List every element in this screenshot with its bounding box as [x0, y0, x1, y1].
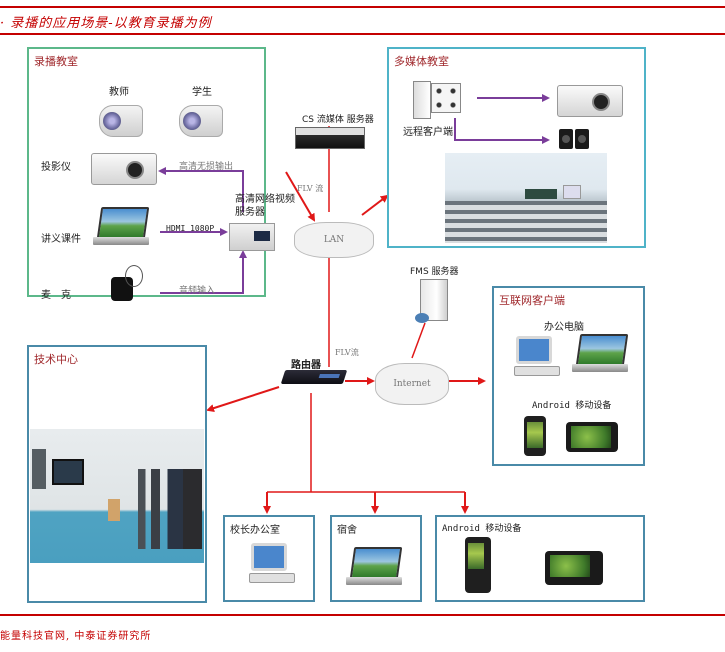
- remote-to-speaker-arrow: [454, 118, 550, 144]
- internet-clients-title: 互联网客户端: [499, 294, 565, 307]
- android-devices-title: Android 移动设备: [442, 524, 522, 534]
- header-top-rule: [0, 6, 725, 8]
- internet-clients-panel: 互联网客户端 办公电脑 Android 移动设备: [492, 286, 645, 466]
- fms-server-label: FMS 服务器: [410, 267, 459, 277]
- dormitory-title: 宿舍: [337, 525, 357, 536]
- audio-input-arrow: [160, 250, 247, 294]
- router-label: 路由器: [291, 360, 321, 371]
- mobile-devices-label: Android 移动设备: [532, 401, 612, 411]
- desktop-pc-icon: [249, 543, 295, 583]
- microphone-icon: [111, 265, 143, 301]
- student-label: 学生: [192, 87, 212, 98]
- projector-icon: [91, 153, 157, 185]
- lan-cloud: LAN: [294, 222, 374, 258]
- phone-icon: [465, 537, 491, 593]
- video-server-label: 高清网络视频服务器: [235, 194, 295, 218]
- source-note: 能量科技官网, 中泰证券研究所: [0, 631, 152, 642]
- hd-output-label: 高清无损输出: [179, 162, 234, 172]
- laptop-icon: [93, 207, 150, 247]
- desktop-pc-icon: [514, 336, 560, 376]
- header-bottom-rule: [0, 33, 725, 35]
- tablet-icon: [545, 551, 603, 585]
- projector-label: 投影仪: [41, 162, 71, 173]
- cs-flv-label: FLV 流: [297, 184, 324, 193]
- laptop-icon: [572, 334, 629, 374]
- multimedia-classroom-title: 多媒体教室: [394, 55, 449, 68]
- android-devices-panel: Android 移动设备: [435, 515, 645, 602]
- hd-output-arrow: [158, 167, 244, 212]
- speaker-left-icon: [559, 129, 573, 149]
- recording-classroom-title: 录播教室: [34, 55, 78, 68]
- student-camera-icon: [179, 105, 223, 137]
- tablet-icon: [566, 422, 618, 452]
- tech-center-photo: [30, 429, 204, 563]
- audio-input-label: 音频输入: [179, 286, 216, 296]
- tech-center-title: 技术中心: [34, 353, 78, 366]
- dormitory-panel: 宿舍: [330, 515, 422, 602]
- recording-classroom-panel: 录播教室 教师 学生 投影仪 高清无损输出 讲义课件 HDMI 1080P 高清…: [27, 47, 295, 301]
- lan-to-multimedia-arrow: [361, 194, 389, 216]
- multimedia-classroom-panel: 多媒体教室 远程客户端: [387, 47, 646, 248]
- router-icon: [280, 370, 348, 384]
- internet-label: Internet: [393, 379, 431, 389]
- classroom-to-lan-arrow: [285, 171, 316, 222]
- hdmi-label: HDMI 1080P: [166, 224, 215, 233]
- internet-cloud: Internet: [375, 363, 449, 405]
- tech-center-panel: 技术中心: [27, 345, 207, 603]
- laptop-icon: [346, 547, 403, 587]
- principal-office-title: 校长办公室: [230, 525, 280, 536]
- router-to-tech-center-arrow: [206, 386, 280, 412]
- lan-label: LAN: [323, 235, 345, 245]
- video-server-icon: [229, 223, 275, 251]
- figure-title: · 录播的应用场景-以教育录播为例: [0, 16, 212, 31]
- cs-server-label: CS 流媒体 服务器: [302, 115, 374, 125]
- microphone-label: 麦 克: [41, 290, 71, 301]
- cs-server-icon: [295, 127, 365, 149]
- remote-client-icon: [413, 81, 471, 119]
- fms-server-icon: [415, 279, 448, 323]
- footer-rule: [0, 614, 725, 616]
- speaker-right-icon: [575, 129, 589, 149]
- principal-office-panel: 校长办公室: [223, 515, 315, 602]
- fms-to-internet-line: [411, 322, 426, 359]
- teacher-camera-icon: [99, 105, 143, 137]
- teacher-label: 教师: [109, 87, 129, 98]
- courseware-label: 讲义课件: [41, 234, 81, 245]
- office-pc-label: 办公电脑: [544, 322, 584, 333]
- classroom-photo: [445, 153, 607, 243]
- remote-client-label: 远程客户端: [403, 127, 453, 138]
- router-flv-label: FLV流: [335, 348, 359, 357]
- phone-icon: [524, 416, 546, 456]
- mm-projector-icon: [557, 85, 623, 117]
